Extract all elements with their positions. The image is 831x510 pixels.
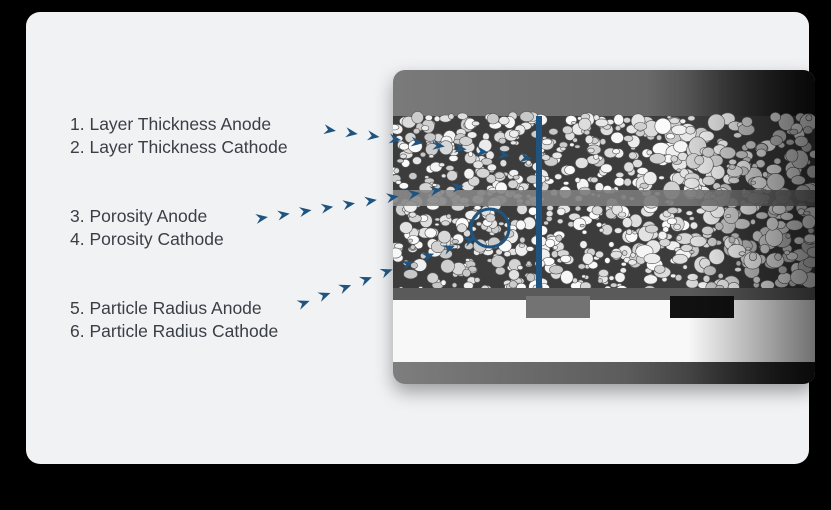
label-layer-thickness-anode: 1. Layer Thickness Anode: [70, 114, 272, 134]
microscope-image: [393, 70, 815, 384]
label-group-porosity: 3. Porosity Anode 4. Porosity Cathode: [70, 205, 390, 251]
label-group-layer-thickness: 1. Layer Thickness Anode 2. Layer Thickn…: [70, 113, 390, 159]
label-porosity-anode: 3. Porosity Anode: [70, 206, 208, 226]
label-layer-thickness-cathode: 2. Layer Thickness Cathode: [70, 137, 288, 157]
thickness-measure-bar: [536, 116, 542, 288]
label-porosity-cathode: 4. Porosity Cathode: [70, 229, 224, 249]
label-particle-radius-cathode: 6. Particle Radius Cathode: [70, 321, 279, 341]
label-particle-radius-anode: 5. Particle Radius Anode: [70, 298, 262, 318]
label-group-particle-radius: 5. Particle Radius Anode 6. Particle Rad…: [70, 297, 390, 343]
electrode-cross-section: [393, 70, 815, 384]
